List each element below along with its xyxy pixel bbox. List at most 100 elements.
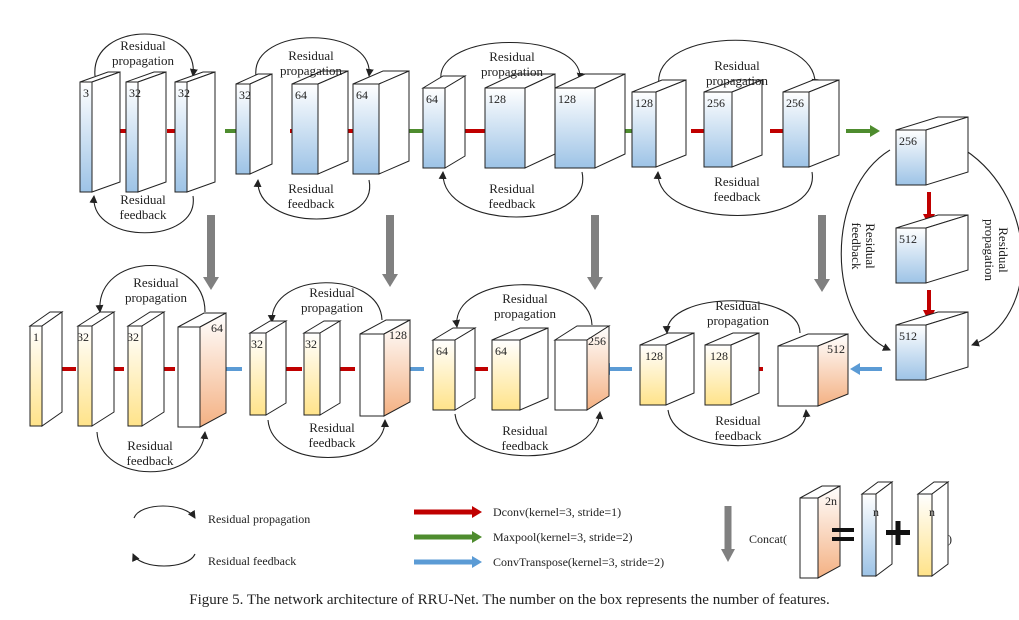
- dec-block-4-2-front: [704, 344, 732, 406]
- dec-block-1-2-label: 32: [77, 330, 89, 344]
- enc-block-1-3: 32: [174, 71, 216, 193]
- enc-block-2-1: 32: [235, 73, 273, 175]
- res-prop-arc-e3: [440, 41, 585, 81]
- enc-block-4-3-label: 256: [786, 96, 804, 110]
- bottleneck-block-3-front: [895, 324, 927, 381]
- dec-block-4-2: 128: [704, 332, 760, 406]
- legend-dconv-text: Dconv(kernel=3, stride=1): [493, 505, 621, 519]
- res-prop-arc-d4: [662, 300, 801, 334]
- dec-block-3-2-label: 64: [495, 344, 507, 358]
- enc-block-3-2-label: 128: [488, 92, 506, 106]
- legend-concat-block-n-blue-label: n: [873, 505, 879, 519]
- dec-block-2-1-front: [249, 332, 267, 416]
- enc-4-feedback-label-line2: feedback: [714, 189, 761, 204]
- dec-block-3-1-front: [432, 339, 456, 411]
- enc-1-feedback-label-line1: Residual: [120, 192, 166, 207]
- concat-arrow-3-shaft: [591, 215, 599, 278]
- dec-block-4-3: 512: [777, 333, 849, 407]
- enc-3-feedback-label-line2: feedback: [489, 196, 536, 211]
- res-prop-arc-d3: [452, 284, 593, 328]
- enc-block-1-1: 3: [79, 71, 121, 193]
- dec-3-feedback-label-line1: Residual: [502, 423, 548, 438]
- dec-block-2-2-front: [303, 332, 321, 416]
- enc-block-2-2-front: [291, 83, 319, 175]
- dec-block-3-1: 64: [431, 327, 477, 411]
- enc-block-4-1-side: [655, 79, 687, 168]
- res-prop-arc-e2: [255, 37, 374, 77]
- dec-block-3-2: 64: [491, 327, 549, 411]
- dec-block-3-1-label: 64: [436, 344, 448, 358]
- enc-block-4-2-front: [703, 91, 733, 168]
- enc-block-2-3-side: [378, 70, 410, 175]
- dec-block-1-2-side: [91, 311, 115, 427]
- enc-block-1-3-front: [174, 81, 188, 193]
- dec-2-propagation-label-line1: Residual: [309, 285, 355, 300]
- dec-block-4-3-label: 512: [827, 342, 845, 356]
- legend-maxpool-arrow-head: [472, 531, 482, 543]
- dec-block-2-1: 32: [248, 320, 288, 416]
- bottleneck-propagation-label-line2: propagation: [982, 219, 997, 282]
- enc-block-4-3-side: [808, 79, 840, 168]
- enc-1-feedback-label-line2: feedback: [120, 207, 167, 222]
- enc-block-1-3-label: 32: [178, 86, 190, 100]
- legend-concat-block-n-blue-front: [861, 493, 877, 577]
- maxpool-arrow-e4-head: [870, 125, 880, 137]
- dec-block-4-2-label: 128: [710, 349, 728, 363]
- enc-4-propagation-label-line2: propagation: [706, 73, 769, 88]
- res-feed-arc-e4: [653, 171, 813, 216]
- enc-block-3-1-front: [422, 87, 446, 169]
- dec-4-feedback-label-line2: feedback: [715, 428, 762, 443]
- dec-block-1-3-front: [127, 325, 143, 427]
- enc-block-4-2: 256: [703, 79, 763, 168]
- dec-block-1-1-side: [41, 311, 63, 427]
- legend-concat-block-2n-label: 2n: [825, 494, 837, 508]
- enc-3-propagation-label-line2: propagation: [481, 64, 544, 79]
- dec-block-2-1-side: [265, 320, 287, 416]
- legend-equals-bar-bottom: [832, 537, 854, 541]
- dec-block-4-1-label: 128: [645, 349, 663, 363]
- figure-caption: Figure 5. The network architecture of RR…: [189, 592, 830, 608]
- dec-block-1-1-label: 1: [33, 330, 39, 344]
- enc-3-propagation-label-line1: Residual: [489, 49, 535, 64]
- legend-concat-block-2n-front: [799, 497, 819, 579]
- enc-block-2-3-front: [352, 83, 380, 175]
- bottleneck-feedback-label-line1: Residual: [863, 223, 878, 269]
- concat-arrow-4-shaft: [818, 215, 826, 280]
- enc-1-propagation-label-line1: Residual: [120, 38, 166, 53]
- concat-arrow-4-head: [814, 279, 830, 292]
- legend-concat-block-n-yellow-label: n: [929, 505, 935, 519]
- concat-arrow-3-head: [587, 277, 603, 290]
- dec-block-4-1-front: [639, 344, 667, 406]
- enc-block-3-2-front: [484, 87, 526, 169]
- enc-block-2-1-front: [235, 83, 251, 175]
- legend-concat-block-2n: 2n: [799, 485, 841, 579]
- enc-2-feedback-label-line1: Residual: [288, 181, 334, 196]
- res-prop-arc-d2: [267, 282, 383, 323]
- legend-convtranspose-text: ConvTranspose(kernel=3, stride=2): [493, 555, 664, 569]
- res-prop-arc-e1: [94, 33, 198, 77]
- dec-block-1-4-label: 64: [211, 321, 223, 335]
- dec-1-feedback-label-line2: feedback: [127, 453, 174, 468]
- res-feed-arc-bottleneck: [840, 149, 891, 351]
- enc-block-4-3-front: [782, 91, 810, 168]
- enc-block-2-3-label: 64: [356, 88, 368, 102]
- legend-concat-close-text: ): [948, 532, 952, 546]
- enc-block-3-3-front: [554, 87, 596, 169]
- enc-block-3-1-side: [444, 75, 466, 169]
- enc-block-2-3: 64: [352, 70, 410, 175]
- enc-block-3-1-label: 64: [426, 92, 438, 106]
- dec-block-3-3-label: 256: [588, 334, 606, 348]
- enc-block-1-1-label: 3: [83, 86, 89, 100]
- enc-2-propagation-label-line2: propagation: [280, 63, 343, 78]
- dec-block-2-2-label: 32: [305, 337, 317, 351]
- dec-block-3-2-side: [519, 327, 549, 411]
- dec-2-propagation-label-line2: propagation: [301, 300, 364, 315]
- bottleneck-feedback-label-line2: feedback: [849, 223, 864, 270]
- legend-dconv-arrow-head: [472, 506, 482, 518]
- dec-block-2-1-label: 32: [251, 337, 263, 351]
- legend-res-feed-arc: [132, 553, 196, 567]
- enc-block-2-1-side: [249, 73, 273, 175]
- dec-block-1-3: 32: [126, 311, 166, 427]
- concat-arrow-1-shaft: [207, 215, 215, 278]
